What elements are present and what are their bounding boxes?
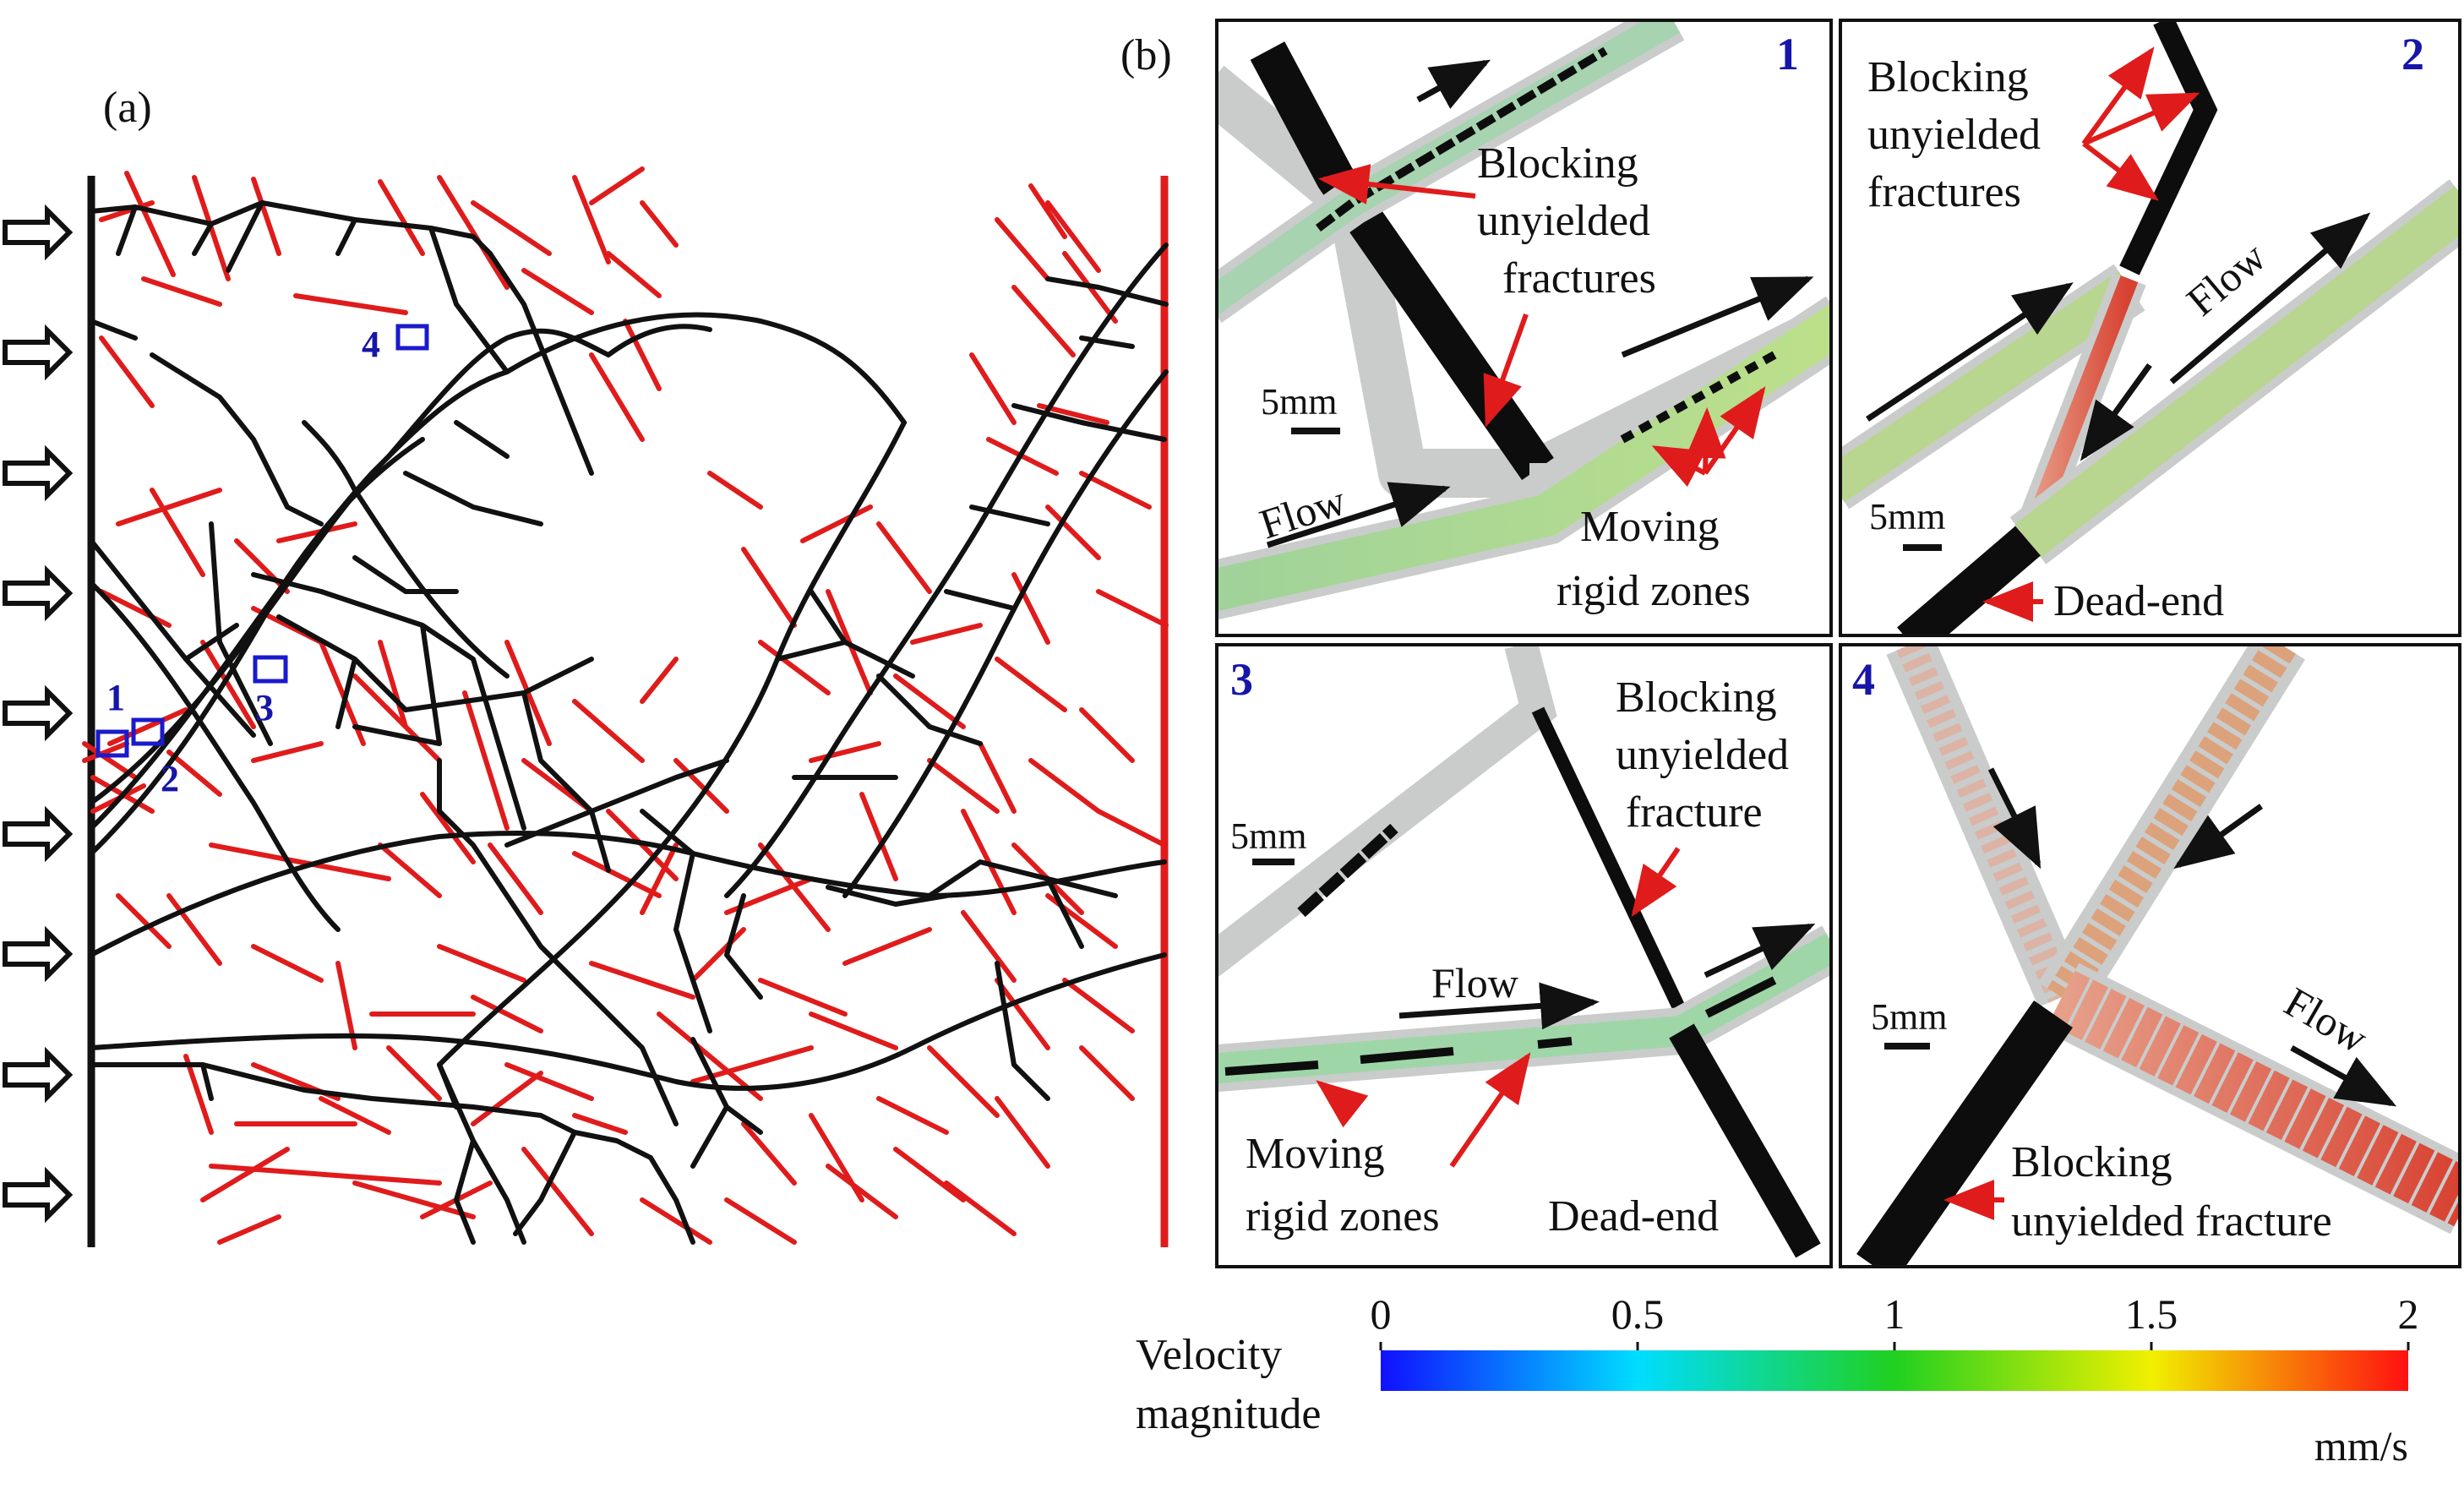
dead-end-fracture <box>1897 526 2041 635</box>
scale-bar-label: 5mm <box>1230 815 1306 857</box>
subpanel-3: 3 Blocking unyielded fracture 5mm Flow M… <box>1215 643 1833 1268</box>
blocking-label: Blocking <box>1477 139 1638 188</box>
marker-box-4 <box>395 324 429 351</box>
subpanel-border <box>1215 643 1833 1268</box>
subpanel-border <box>1839 19 2461 637</box>
colorbar-unit: mm/s <box>2314 1422 2408 1469</box>
subpanel-number: 1 <box>1776 29 1799 79</box>
region-markers <box>95 324 429 758</box>
scale-bar-label: 5mm <box>1261 381 1337 423</box>
subpanel-number: 4 <box>1852 654 1875 705</box>
marker-label-2: 2 <box>161 758 179 799</box>
svg-text:magnitude: magnitude <box>1136 1390 1322 1438</box>
marker-label-3: 3 <box>255 687 274 728</box>
colorbar-tick: 1 <box>1884 1290 1905 1338</box>
subpanel-border <box>1839 643 2461 1268</box>
panel-a: (a) <box>3 84 1169 1247</box>
subpanel-2: 2 Blocking unyielded fractures Flow Dead… <box>1839 19 2461 637</box>
inlet-arrow <box>3 444 74 502</box>
subpanel-1: 1 Blocking unyielded fractures 5mm Flow … <box>1215 19 1833 637</box>
svg-text:rigid zones: rigid zones <box>1246 1192 1440 1240</box>
inlet-arrow <box>3 564 74 622</box>
dead-end-fracture-network <box>82 166 1169 1245</box>
colorbar-tick: 0 <box>1371 1290 1392 1338</box>
colorbar-tick: 1.5 <box>2125 1290 2178 1338</box>
subpanel-number: 2 <box>2401 29 2424 79</box>
inlet-arrow <box>3 684 74 742</box>
moving-label: Moving <box>1580 503 1720 551</box>
marker-label-4: 4 <box>362 324 380 365</box>
flow-label: Flow <box>1431 959 1518 1006</box>
svg-text:fracture: fracture <box>1626 788 1763 837</box>
marker-box-1 <box>95 729 129 758</box>
svg-text:rigid zones: rigid zones <box>1556 567 1751 615</box>
inlet-arrow <box>3 1046 74 1104</box>
dead-end-label: Dead-end <box>1548 1192 1719 1240</box>
subpanel-4: 4 Flow 5mm Blocking unyielded fracture <box>1839 643 2461 1268</box>
svg-text:unyielded: unyielded <box>1477 197 1650 245</box>
svg-text:fractures: fractures <box>1867 168 2021 216</box>
blocking-label: Blocking <box>1867 53 2029 101</box>
dead-end-label: Dead-end <box>2053 577 2224 625</box>
marker-box-2 <box>131 717 165 746</box>
colorbar-tick: 0.5 <box>1611 1290 1665 1338</box>
inlet-arrow <box>3 925 74 983</box>
inlet-arrow <box>3 324 74 381</box>
inlet-arrows <box>3 204 74 1224</box>
blocking-label: Blocking <box>2011 1138 2172 1186</box>
velocity-colorbar: Velocity magnitude 0 0.5 1 1.5 2 mm/s <box>1136 1290 2419 1469</box>
subpanel-number: 3 <box>1230 654 1253 705</box>
inlet-arrow <box>3 1166 74 1224</box>
blocking-label: Blocking <box>1616 673 1777 722</box>
colorbar-title: Velocity <box>1136 1331 1282 1379</box>
svg-text:unyielded: unyielded <box>1616 731 1789 779</box>
colorbar-tick: 2 <box>2398 1290 2419 1338</box>
open-fracture-network <box>89 200 1169 1245</box>
dead-end-fracture <box>1669 1023 1821 1258</box>
panel-a-label: (a) <box>103 84 152 132</box>
subpanel-border <box>1215 19 1833 637</box>
inlet-arrow <box>3 204 74 261</box>
inlet-arrow <box>3 805 74 863</box>
colorbar-gradient <box>1381 1350 2408 1391</box>
blocking-fracture <box>2119 20 2218 275</box>
svg-text:unyielded: unyielded <box>1867 111 2041 159</box>
blocking-fracture <box>1531 706 1697 1034</box>
scale-bar-label: 5mm <box>1871 996 1947 1038</box>
blocking-fracture <box>1856 1000 2073 1267</box>
moving-label: Moving <box>1246 1130 1385 1178</box>
panel-b-label: (b) <box>1120 31 1172 79</box>
marker-label-1: 1 <box>106 677 125 718</box>
svg-text:fractures: fractures <box>1502 254 1656 303</box>
marker-box-3 <box>253 655 288 684</box>
svg-text:unyielded fracture: unyielded fracture <box>2011 1197 2332 1246</box>
svg-text:5mm: 5mm <box>1869 496 1945 537</box>
